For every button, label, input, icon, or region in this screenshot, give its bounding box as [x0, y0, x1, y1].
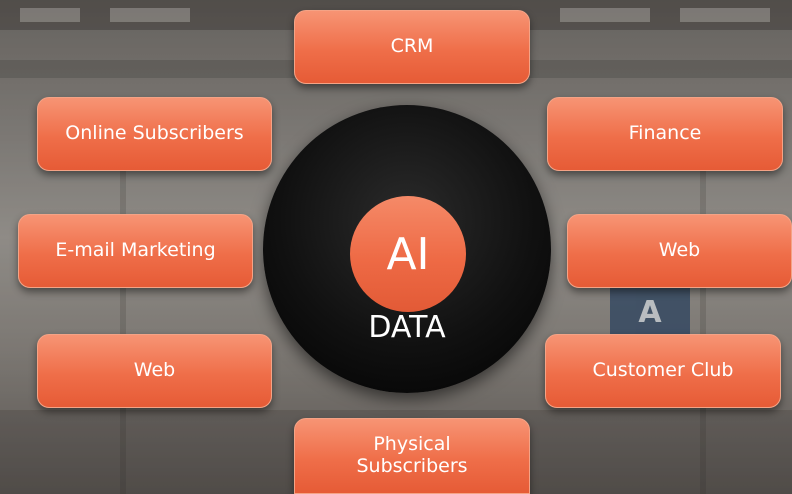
data-label: DATA — [368, 310, 446, 345]
node-online-subscribers: Online Subscribers — [37, 97, 272, 171]
background-window — [680, 8, 770, 22]
background-window — [560, 8, 650, 22]
node-customer-club: Customer Club — [545, 334, 781, 408]
node-finance: Finance — [547, 97, 783, 171]
node-physical-subscribers-line2: Subscribers — [356, 455, 468, 477]
node-online-subscribers-label: Online Subscribers — [65, 122, 244, 145]
node-web-left: Web — [37, 334, 272, 408]
node-physical-subscribers: Physical Subscribers — [294, 418, 530, 494]
background-sign: A — [610, 285, 690, 340]
background-window — [110, 8, 190, 22]
node-crm-label: CRM — [390, 35, 434, 58]
node-physical-subscribers-line1: Physical — [373, 433, 451, 456]
node-customer-club-label: Customer Club — [592, 359, 734, 382]
ai-label: AI — [386, 228, 430, 280]
node-email-marketing-label: E-mail Marketing — [55, 239, 216, 262]
background-pillar — [700, 110, 706, 494]
node-web-right-label: Web — [658, 239, 701, 262]
background-pillar — [120, 100, 126, 494]
ai-circle: AI — [350, 196, 466, 312]
node-web-right: Web — [567, 214, 792, 288]
background-window — [20, 8, 80, 22]
node-web-left-label: Web — [133, 359, 176, 382]
node-finance-label: Finance — [628, 122, 702, 145]
node-email-marketing: E-mail Marketing — [18, 214, 253, 288]
node-crm: CRM — [294, 10, 530, 84]
